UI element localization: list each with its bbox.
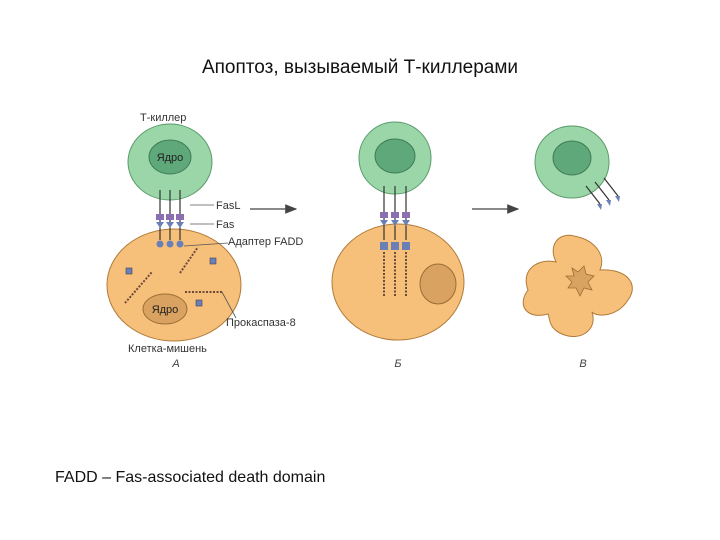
detached-ligands-c: [597, 196, 620, 210]
procaspase-strands-a: [124, 246, 222, 304]
killer-nucleus-label-a: Ядро: [157, 152, 184, 164]
fasl-ligands-a: [156, 214, 184, 220]
target-cell-a: [106, 228, 242, 342]
target-nucleus-label-a: Ядро: [152, 304, 179, 316]
panel-label-b: Б: [394, 358, 401, 370]
fas-receptors-b: [380, 220, 410, 250]
adapter-label: Адаптер FADD: [228, 236, 303, 248]
killer-nucleus-b: [374, 138, 416, 174]
page-title: Апоптоз, вызываемый Т-киллерами: [201, 57, 519, 78]
fas-label: Fas: [216, 219, 235, 231]
panel-b: Б: [331, 121, 465, 370]
target-nucleus-b: [419, 263, 457, 305]
detached-receptors-c: [585, 177, 619, 205]
panel-c: В: [522, 125, 633, 370]
t-killer-label: Т-киллер: [140, 112, 186, 124]
procaspase-label: Прокаспаза-8: [226, 317, 296, 329]
adapter-squares-a: [125, 257, 217, 307]
target-nucleus-a: [142, 293, 188, 325]
fasl-label: FasL: [216, 200, 240, 212]
target-cell-label: Клетка-мишень: [128, 343, 207, 355]
killer-nucleus-a: [148, 139, 192, 175]
killer-nucleus-c: [552, 140, 592, 176]
panel-label-c: В: [579, 358, 586, 370]
footnote: FADD – Fas-associated death domain: [55, 469, 326, 486]
panel-label-a: А: [171, 358, 179, 370]
panel-a: Ядро Ядро Т-киллер: [106, 112, 303, 370]
procaspase-strands-b: [383, 252, 407, 296]
fragmented-nucleus-c: [565, 265, 595, 297]
fas-receptors-a: [156, 222, 184, 248]
target-cell-b: [331, 223, 465, 341]
fasl-ligands-b: [380, 212, 410, 218]
